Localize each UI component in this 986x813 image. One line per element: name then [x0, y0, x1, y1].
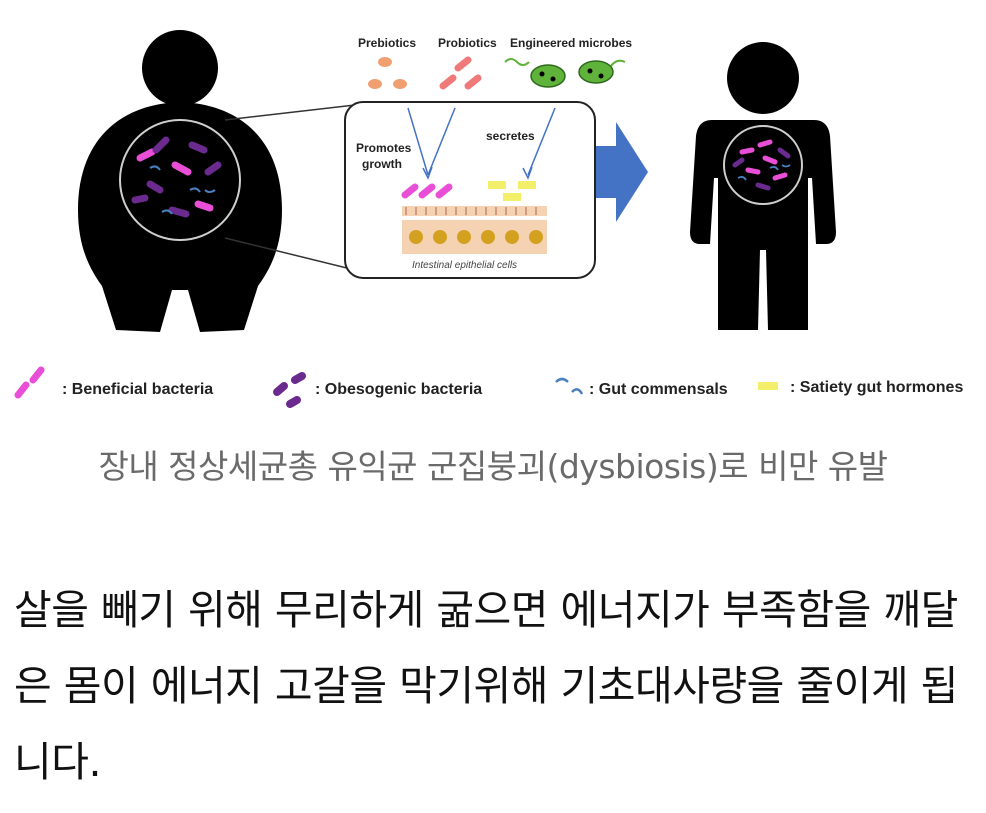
engineered-microbes-icon	[504, 58, 626, 88]
intestinal-epithelium	[402, 206, 547, 254]
legend-obesogenic-label: : Obesogenic bacteria	[315, 381, 482, 398]
obese-gut-microbiome	[119, 119, 241, 241]
prebiotics-label: Prebiotics	[358, 36, 416, 50]
prebiotics-icon	[368, 57, 407, 89]
legend-beneficial-label: : Beneficial bacteria	[62, 381, 213, 398]
epithelial-cells-label: Intestinal epithelial cells	[412, 260, 517, 271]
slim-gut-microbiome	[723, 125, 803, 205]
figure-caption: 장내 정상세균총 유익균 군집붕괴(dysbiosis)로 비만 유발	[98, 447, 888, 486]
obesity-dysbiosis-diagram: Prebiotics Probiotics Engineered microbe…	[14, 30, 963, 408]
probiotics-label: Probiotics	[438, 36, 497, 50]
inset-arrows	[407, 107, 556, 180]
secretes-label: secretes	[486, 129, 535, 143]
engineered-microbes-label: Engineered microbes	[510, 36, 632, 50]
transition-arrow	[596, 122, 648, 222]
probiotics-icon	[439, 56, 482, 90]
legend-commensals-label: : Gut commensals	[589, 381, 728, 398]
promotes-label-1: Promotes	[356, 141, 412, 155]
legend-beneficial: : Beneficial bacteria	[14, 366, 213, 399]
legend-hormones-label: : Satiety gut hormones	[790, 379, 963, 396]
inset-satiety-hormones	[488, 181, 536, 201]
legend-obesogenic: : Obesogenic bacteria	[273, 372, 482, 408]
body-paragraph: 살을 빼기 위해 무리하게 굶으면 에너지가 부족함을 깨달은 몸이 에너지 고…	[14, 586, 958, 786]
legend-hormones: : Satiety gut hormones	[758, 379, 963, 396]
promotes-label-2: growth	[362, 157, 402, 171]
zoom-line-top	[224, 104, 356, 121]
legend-commensals: : Gut commensals	[555, 377, 728, 398]
zoom-line-bottom	[224, 237, 356, 271]
inset-beneficial-bacteria	[401, 183, 453, 199]
